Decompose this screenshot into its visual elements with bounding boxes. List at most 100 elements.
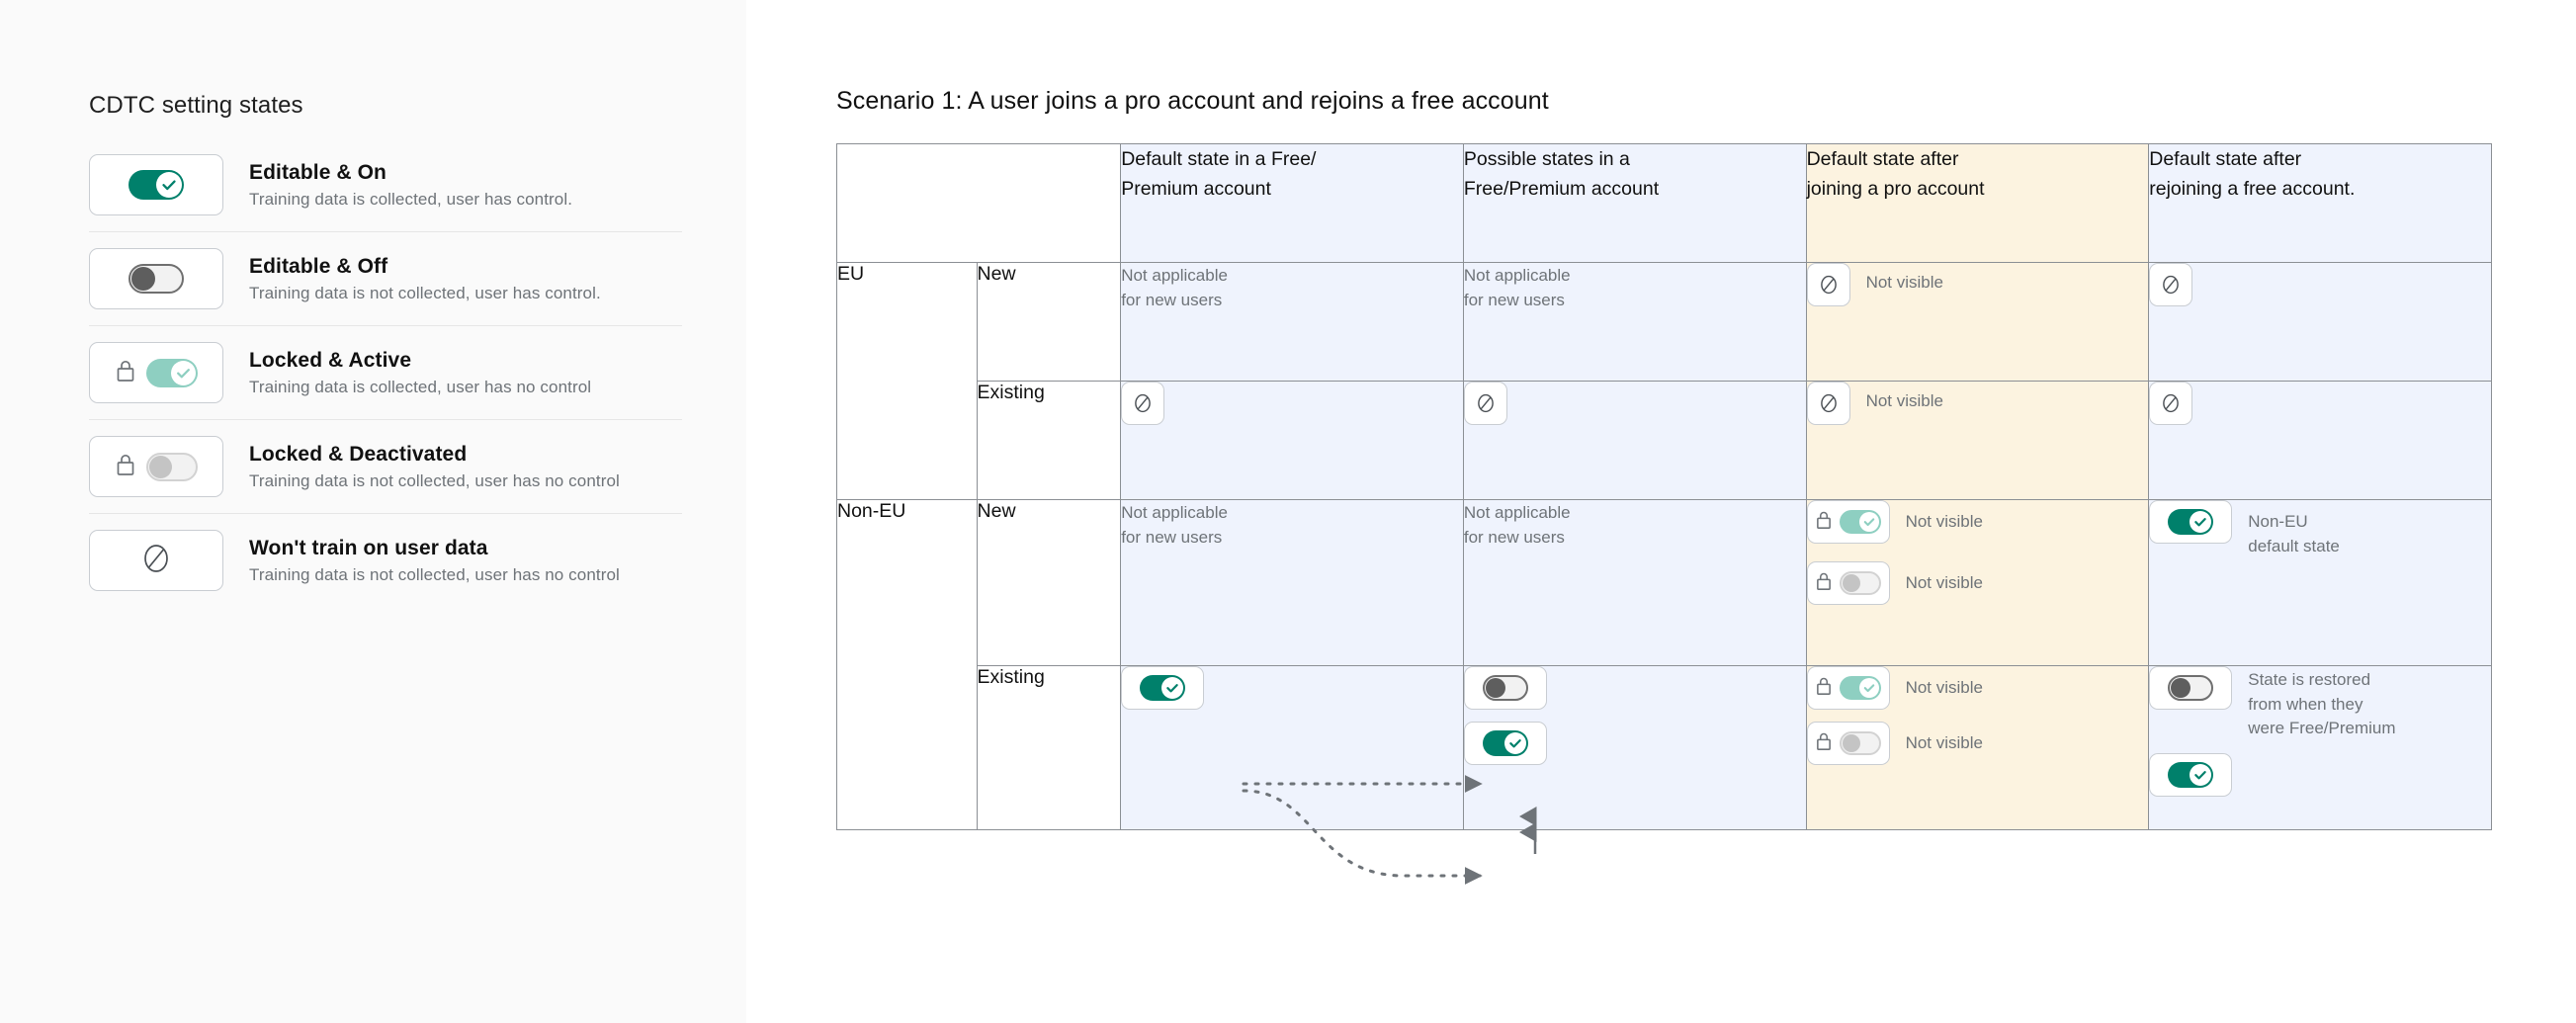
check-icon <box>2190 764 2211 786</box>
legend-item-desc: Training data is not collected, user has… <box>249 283 601 302</box>
toggle-knob <box>2190 763 2212 786</box>
lock-toggle-off-icon <box>1840 571 1882 595</box>
lock-icon <box>115 358 136 388</box>
state-line: Not visible <box>1806 666 2149 710</box>
toggle-on-chip <box>1463 722 1547 765</box>
toggle-knob <box>1161 677 1184 699</box>
state-line <box>1121 382 1463 425</box>
toggle-on-chip <box>1121 666 1205 710</box>
legend-item-desc: Training data is not collected, user has… <box>249 470 620 490</box>
toggle-off-icon <box>1482 675 1528 701</box>
table-row-eu-existing: Existing <box>837 381 2492 500</box>
not-applicable-text: Not applicable for new users <box>1121 500 1463 550</box>
toggle-knob <box>1843 734 1861 752</box>
legend-item-editable-off: Editable & Off Training data is not coll… <box>89 231 682 325</box>
usertype-label-existing: Existing <box>976 381 1122 500</box>
toggle-on-chip <box>2149 752 2233 797</box>
legend-text: Locked & Deactivated Training data is no… <box>249 443 620 491</box>
check-icon <box>1859 678 1879 698</box>
state-line: Not visible <box>1806 500 2149 544</box>
legend-text: Editable & Off Training data is not coll… <box>249 255 601 303</box>
no-training-chip <box>2149 263 2193 306</box>
toggle-off-chip <box>89 248 223 309</box>
header-line-2: Free/Premium account <box>1463 178 1660 201</box>
cell-eu-new-after-free <box>2148 262 2492 382</box>
not-visible-note: Not visible <box>1865 391 1943 410</box>
lock-toggle-on-icon <box>1840 510 1882 534</box>
not-applicable-text: Not applicable for new users <box>1464 263 1806 312</box>
legend-item-name: Won't train on user data <box>249 536 488 559</box>
legend-text: Won't train on user data Training data i… <box>249 537 620 585</box>
state-line <box>2149 263 2491 306</box>
toggle-knob <box>2171 678 2191 698</box>
state-line <box>2149 382 2491 425</box>
na-line-2: for new users <box>1463 528 1565 548</box>
lock-toggle-on-icon <box>146 358 198 387</box>
cell-noneu-new-after-free: Non-EU default state <box>2148 499 2492 666</box>
table-row-noneu-existing: Existing <box>837 665 2492 830</box>
state-line: Not visible <box>1806 382 2149 425</box>
check-icon <box>1859 512 1879 532</box>
no-training-slash-icon <box>1820 275 1837 295</box>
na-line-2: for new users <box>1121 528 1223 548</box>
toggle-on-icon <box>2168 509 2214 535</box>
cell-noneu-new-default-free: Not applicable for new users <box>1120 499 1464 666</box>
toggle-off-chip <box>1463 666 1547 710</box>
na-line-1: Not applicable <box>1121 266 1228 285</box>
toggle-off-icon <box>129 264 184 294</box>
legend-item-editable-on: Editable & On Training data is collected… <box>89 138 682 231</box>
check-icon <box>1504 732 1526 754</box>
legend-item-name: Locked & Deactivated <box>249 442 468 466</box>
header-line-2: Premium account <box>1121 178 1271 201</box>
na-line-1: Not applicable <box>1463 503 1571 522</box>
legend-item-locked-active: Locked & Active Training data is collect… <box>89 325 682 419</box>
legend-panel: CDTC setting states Editable & On Traini… <box>0 0 746 1023</box>
note-line-1: Non-EU <box>2248 512 2308 531</box>
state-line: Non-EU default state <box>2149 500 2491 558</box>
region-label-eu: EU <box>836 262 978 500</box>
legend-item-desc: Training data is not collected, user has… <box>249 564 620 584</box>
legend-item-name: Editable & On <box>249 160 386 184</box>
cell-eu-existing-default-free <box>1120 381 1464 500</box>
header-default-free-premium: Default state in a Free/ Premium account <box>1120 143 1464 263</box>
state-restored-note: State is restored from when they were Fr… <box>2248 666 2395 741</box>
legend-item-wont-train: Won't train on user data Training data i… <box>89 513 682 607</box>
note-line-1: State is restored <box>2248 670 2371 689</box>
page-title: Scenario 1: A user joins a pro account a… <box>836 87 1549 115</box>
toggle-knob <box>1859 678 1880 698</box>
no-training-slash-icon <box>1478 393 1494 413</box>
toggle-off-chip <box>2149 666 2233 710</box>
state-line <box>2149 752 2491 797</box>
not-visible-note: Not visible <box>1905 573 1983 592</box>
lock-toggle-off-chip <box>1806 722 1890 765</box>
not-applicable-text: Not applicable for new users <box>1464 500 1806 550</box>
toggle-on-icon <box>1482 730 1528 756</box>
lock-icon <box>1815 509 1833 536</box>
na-line-1: Not applicable <box>1463 266 1571 285</box>
header-line-1: Default state after <box>2149 148 2302 170</box>
header-line-1: Possible states in a <box>1463 148 1630 170</box>
check-icon <box>2190 511 2211 533</box>
state-line <box>1463 382 1806 425</box>
toggle-knob <box>2190 511 2212 533</box>
lock-toggle-off-icon <box>1840 731 1882 755</box>
lock-toggle-off-chip <box>89 436 223 497</box>
toggle-on-icon <box>1140 675 1186 701</box>
toggle-on-icon <box>2168 761 2214 788</box>
toggle-off-icon <box>2168 675 2214 701</box>
check-icon <box>171 361 196 385</box>
not-visible-note: Not visible <box>1865 273 1943 292</box>
state-stack <box>1463 666 1806 765</box>
na-line-1: Not applicable <box>1121 503 1228 522</box>
header-possible-states: Possible states in a Free/Premium accoun… <box>1462 143 1807 263</box>
no-training-slash-icon <box>2163 393 2180 413</box>
no-training-chip <box>89 530 223 591</box>
cell-noneu-existing-after-pro: Not visible Not vis <box>1805 665 2150 830</box>
cell-eu-existing-after-free <box>2148 381 2492 500</box>
lock-icon <box>1815 675 1833 702</box>
state-line <box>1121 666 1463 710</box>
table-row-eu-new: EU New Not applicable for new users Not … <box>836 262 2492 500</box>
table-row-noneu-new: Non-EU New Not applicable for new users … <box>836 499 2492 830</box>
toggle-knob <box>1485 678 1505 698</box>
na-line-2: for new users <box>1121 291 1223 310</box>
